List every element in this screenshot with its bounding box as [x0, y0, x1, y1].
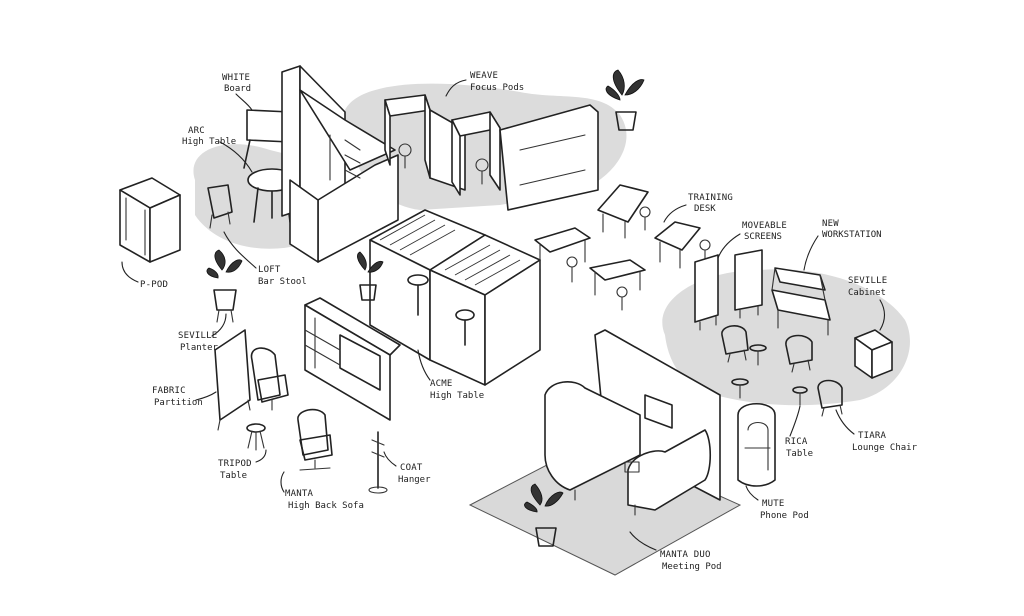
- label-mute-line2: Phone Pod: [760, 511, 809, 521]
- label-loft-line2: Bar Stool: [258, 277, 307, 287]
- label-white-board-line2: Board: [224, 84, 251, 94]
- label-fabric-line1: FABRIC: [152, 386, 186, 396]
- label-manta-duo-line2: Meeting Pod: [662, 562, 722, 572]
- label-training-line2: DESK: [694, 204, 716, 214]
- tripod-table-sketch: [246, 423, 266, 451]
- mute-phone-pod-sketch: [737, 403, 776, 487]
- moveable-screens-sketch: [694, 249, 763, 331]
- bookshelf-wall-sketch: [304, 297, 401, 421]
- label-arc: ARC High Table: [182, 126, 253, 173]
- training-desks-sketch: [534, 184, 711, 311]
- manta-chair-2-sketch: [297, 408, 333, 471]
- rica-tables-sketch: [731, 344, 808, 406]
- planter-top-sketch: [605, 69, 645, 131]
- zone-workstation-floor: [662, 269, 910, 406]
- manta-duo-meeting-pod-sketch: [544, 329, 721, 516]
- label-new-workstation-line2: WORKSTATION: [822, 230, 882, 240]
- label-acme-line2: High Table: [430, 391, 484, 401]
- label-acme: ACME High Table: [417, 349, 484, 401]
- label-fabric: FABRIC Partition: [152, 386, 217, 408]
- label-loft-line1: LOFT: [258, 265, 281, 275]
- label-arc-line1: ARC: [188, 126, 205, 136]
- label-manta: MANTA High Back Sofa: [280, 471, 364, 511]
- label-acme-line1: ACME: [430, 379, 452, 389]
- label-mute-line1: MUTE: [762, 499, 784, 509]
- label-weave: WEAVE Focus Pods: [445, 71, 524, 97]
- label-tiara-line2: Lounge Chair: [852, 443, 918, 453]
- label-new-workstation: NEW WORKSTATION: [803, 219, 882, 271]
- planter-meeting-sketch: [524, 483, 564, 547]
- coat-hanger-sketch: [368, 431, 388, 494]
- label-moveable-line2: SCREENS: [744, 232, 782, 242]
- label-weave-line2: Focus Pods: [470, 83, 524, 93]
- label-rica-line1: RICA: [785, 437, 808, 447]
- label-new-workstation-line1: NEW: [822, 219, 839, 229]
- label-tripod-line2: Table: [220, 471, 247, 481]
- label-weave-line1: WEAVE: [470, 71, 498, 81]
- label-manta-line2: High Back Sofa: [288, 501, 364, 511]
- label-seville-planter-line2: Planter: [180, 343, 219, 353]
- label-tripod: TRIPOD Table: [218, 449, 267, 481]
- label-p-pod-line1: P-POD: [140, 280, 168, 290]
- label-white-board-line1: WHITE: [222, 73, 250, 83]
- seville-cabinet-sketch: [854, 329, 893, 379]
- fabric-partition-sketch: [214, 329, 251, 431]
- label-seville-planter: SEVILLE Planter: [178, 313, 227, 353]
- label-training-line1: TRAINING: [688, 193, 733, 203]
- label-coat-line1: COAT: [400, 463, 423, 473]
- label-manta-duo-line1: MANTA DUO: [660, 550, 711, 560]
- label-training: TRAINING DESK: [663, 193, 733, 223]
- label-manta-duo: MANTA DUO Meeting Pod: [629, 531, 722, 572]
- label-rica-line2: Table: [786, 449, 813, 459]
- label-tripod-line1: TRIPOD: [218, 459, 252, 469]
- label-seville-cabinet-line1: SEVILLE: [848, 276, 887, 286]
- label-rica: RICA Table: [785, 405, 813, 459]
- label-tiara-line1: TIARA: [858, 431, 886, 441]
- label-fabric-line2: Partition: [154, 398, 203, 408]
- planter-acme-sketch: [357, 251, 384, 301]
- label-p-pod: P-POD: [121, 261, 168, 290]
- acme-room-sketch: [369, 209, 541, 386]
- storage-tower-sketch: [281, 65, 399, 263]
- weave-focus-pods-sketch: [384, 94, 599, 211]
- label-arc-line2: High Table: [182, 137, 236, 147]
- label-moveable-line1: MOVEABLE: [742, 221, 787, 231]
- seville-planter-sketch: [206, 249, 243, 323]
- tiara-chairs-sketch: [721, 325, 843, 417]
- label-loft: LOFT Bar Stool: [223, 231, 307, 287]
- p-pod-sketch: [119, 177, 181, 263]
- label-seville-cabinet: SEVILLE Cabinet: [848, 276, 887, 331]
- label-white-board: WHITE Board: [222, 73, 253, 111]
- label-coat: COAT Hanger: [383, 451, 431, 485]
- label-mute: MUTE Phone Pod: [745, 485, 809, 521]
- label-manta-line1: MANTA: [285, 489, 313, 499]
- label-seville-cabinet-line2: Cabinet: [848, 288, 886, 298]
- label-moveable: MOVEABLE SCREENS: [717, 221, 787, 259]
- new-workstation-sketch: [771, 267, 831, 336]
- label-seville-planter-line1: SEVILLE: [178, 331, 217, 341]
- manta-chair-1-sketch: [250, 347, 289, 411]
- label-tiara: TIARA Lounge Chair: [835, 409, 918, 453]
- label-coat-line2: Hanger: [398, 475, 431, 485]
